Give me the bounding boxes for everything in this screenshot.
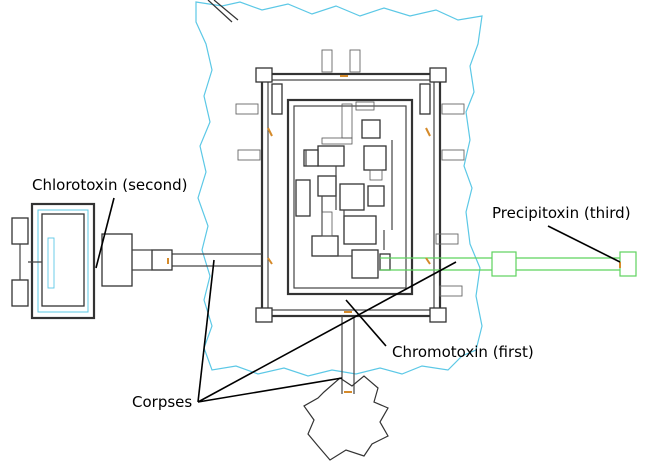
outer-stairs xyxy=(235,49,465,297)
corpses-label: Corpses xyxy=(132,393,192,411)
moat-outline xyxy=(195,1,483,377)
inner-keep xyxy=(286,98,414,296)
doors xyxy=(167,75,621,393)
entrance-tunnel xyxy=(213,0,239,21)
chromotoxin-label: Chromotoxin (first) xyxy=(392,343,534,361)
south-shaft xyxy=(341,316,355,394)
west-outpost xyxy=(11,202,96,320)
west-corridor xyxy=(101,233,262,287)
precipitoxin-label: Precipitoxin (third) xyxy=(492,204,631,222)
outer-fortress xyxy=(255,67,447,323)
south-cave xyxy=(303,375,389,461)
green-tunnel xyxy=(380,251,637,277)
chlorotoxin-label: Chlorotoxin (second) xyxy=(32,176,187,194)
entrance-tunnel xyxy=(207,0,233,23)
keep-stairs xyxy=(321,101,383,237)
leader-lines xyxy=(95,197,621,403)
